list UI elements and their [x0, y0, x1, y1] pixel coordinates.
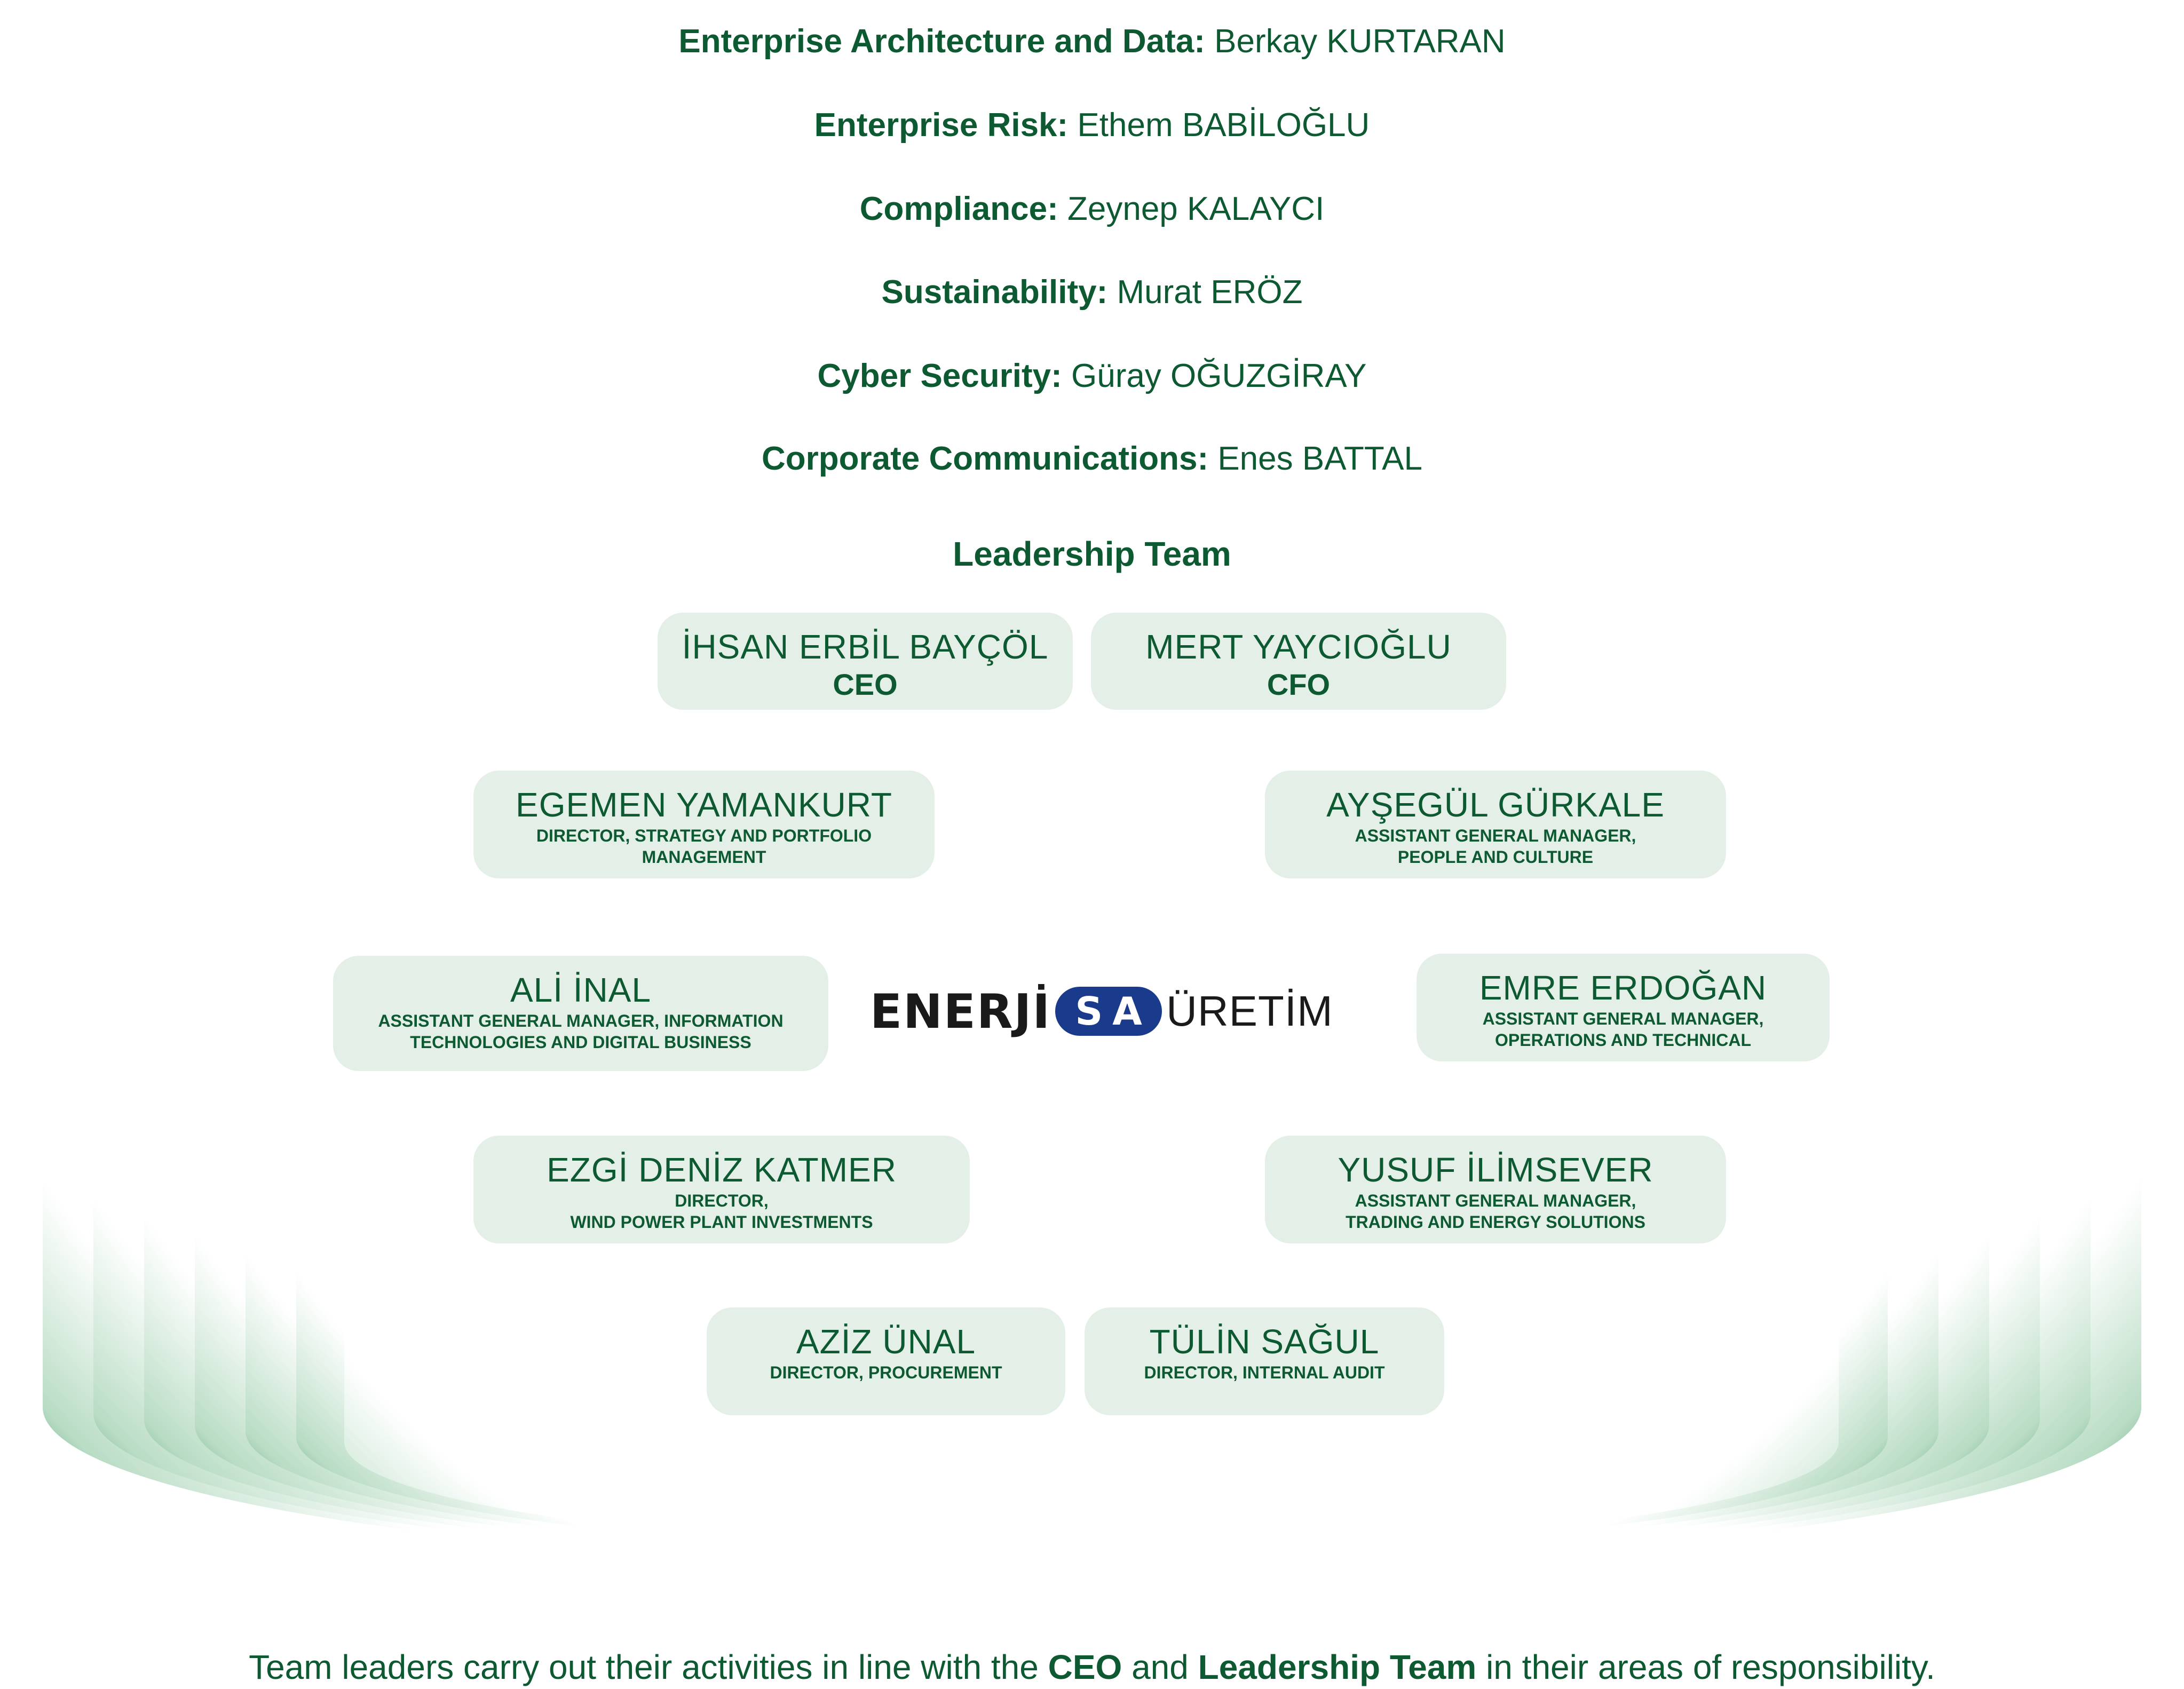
ring-label-compliance: Compliance: Zeynep KALAYCI: [859, 191, 1325, 227]
member-role: DIRECTOR, INTERNAL AUDIT: [1144, 1363, 1385, 1382]
ring-label-sustainability: Sustainability: Murat ERÖZ: [881, 274, 1303, 311]
member-role: CEO: [833, 668, 898, 701]
member-name: YUSUF İLİMSEVER: [1338, 1151, 1653, 1189]
member-role: DIRECTOR, WIND POWER PLANT INVESTMENTS: [570, 1191, 873, 1232]
member-name: ALİ İNAL: [510, 971, 652, 1009]
member-name: EGEMEN YAMANKURT: [516, 786, 892, 824]
company-logo: ENERJİ SA ÜRETİM: [870, 982, 1333, 1041]
member-card-people-culture: AYŞEGÜL GÜRKALE ASSISTANT GENERAL MANAGE…: [1265, 771, 1726, 878]
logo-text-uretim: ÜRETİM: [1166, 987, 1333, 1035]
ring-label-corporate-communications: Corporate Communications: Enes BATTAL: [762, 440, 1422, 477]
member-card-trading: YUSUF İLİMSEVER ASSISTANT GENERAL MANAGE…: [1265, 1136, 1726, 1243]
member-role: ASSISTANT GENERAL MANAGER, INFORMATION T…: [378, 1011, 784, 1052]
member-card-ceo: İHSAN ERBİL BAYÇÖL CEO: [658, 613, 1073, 710]
leadership-team-title: Leadership Team: [953, 535, 1231, 573]
footer-note: Team leaders carry out their activities …: [249, 1648, 1935, 1686]
member-card-operations: EMRE ERDOĞAN ASSISTANT GENERAL MANAGER, …: [1417, 954, 1830, 1061]
ring-label-enterprise-architecture: Enterprise Architecture and Data: Berkay…: [678, 23, 1506, 60]
member-name: EMRE ERDOĞAN: [1479, 969, 1767, 1007]
member-role: ASSISTANT GENERAL MANAGER, OPERATIONS AN…: [1482, 1009, 1764, 1050]
logo-sa-badge: SA: [1055, 987, 1162, 1036]
member-card-cfo: MERT YAYCIOĞLU CFO: [1091, 613, 1506, 710]
member-role: ASSISTANT GENERAL MANAGER, TRADING AND E…: [1346, 1191, 1645, 1232]
member-name: MERT YAYCIOĞLU: [1145, 628, 1452, 666]
ring-label-cyber-security: Cyber Security: Güray OĞUZGİRAY: [817, 358, 1367, 394]
member-name: İHSAN ERBİL BAYÇÖL: [682, 628, 1049, 666]
member-card-wind-investments: EZGİ DENİZ KATMER DIRECTOR, WIND POWER P…: [473, 1136, 970, 1243]
member-name: AZİZ ÜNAL: [796, 1322, 976, 1361]
logo-text-enerji: ENERJİ: [870, 984, 1051, 1039]
member-role: ASSISTANT GENERAL MANAGER, PEOPLE AND CU…: [1355, 826, 1636, 867]
member-card-procurement: AZİZ ÜNAL DIRECTOR, PROCUREMENT: [707, 1307, 1065, 1415]
member-card-strategy: EGEMEN YAMANKURT DIRECTOR, STRATEGY AND …: [473, 771, 935, 878]
member-role: DIRECTOR, PROCUREMENT: [770, 1363, 1002, 1382]
member-name: EZGİ DENİZ KATMER: [547, 1151, 897, 1189]
member-name: AYŞEGÜL GÜRKALE: [1326, 786, 1665, 824]
member-role: DIRECTOR, STRATEGY AND PORTFOLIO MANAGEM…: [536, 826, 872, 867]
member-card-internal-audit: TÜLİN SAĞUL DIRECTOR, INTERNAL AUDIT: [1085, 1307, 1444, 1415]
member-role: CFO: [1267, 668, 1331, 701]
ring-label-enterprise-risk: Enterprise Risk: Ethem BABİLOĞLU: [814, 107, 1370, 144]
member-card-it-digital: ALİ İNAL ASSISTANT GENERAL MANAGER, INFO…: [333, 956, 828, 1071]
member-name: TÜLİN SAĞUL: [1149, 1322, 1380, 1361]
